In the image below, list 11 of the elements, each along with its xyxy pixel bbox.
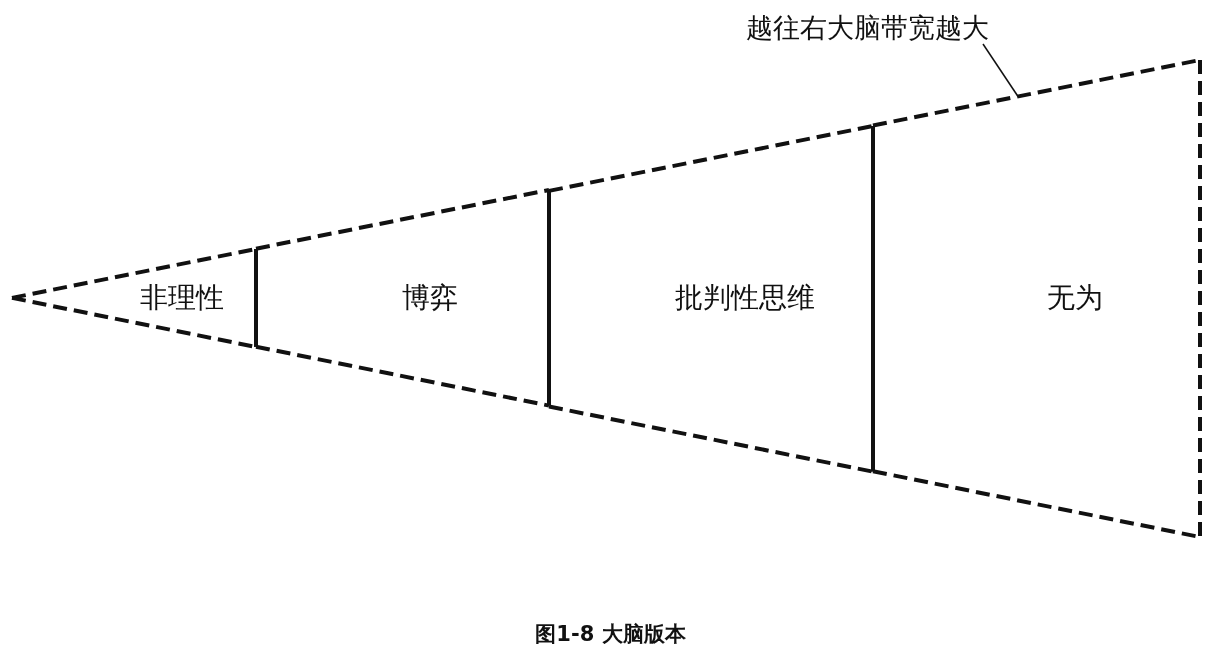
band-label: 无为 (1047, 280, 1103, 316)
band-label: 非理性 (140, 280, 224, 316)
band-region (873, 60, 1200, 537)
band-label: 博弈 (402, 280, 458, 316)
note-text: 越往右大脑带宽越大 (746, 10, 989, 46)
caption: 图1-8 大脑版本 (535, 621, 686, 648)
band-region (549, 125, 873, 472)
band-region (256, 190, 549, 406)
leader-line (982, 43, 1019, 98)
band-label: 批判性思维 (675, 280, 815, 316)
band-region (12, 249, 256, 348)
